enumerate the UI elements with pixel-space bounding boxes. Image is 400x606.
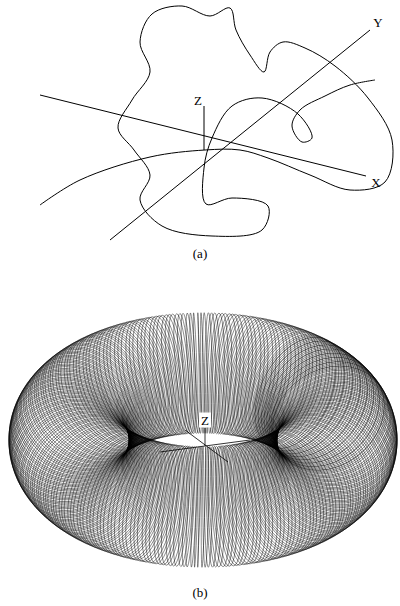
torus-figure	[9, 313, 398, 568]
panel-caption: (a)	[191, 246, 209, 261]
axis-label: X	[369, 175, 382, 190]
axis-label: Z	[192, 93, 204, 108]
y-axis	[185, 430, 228, 462]
y-axis	[110, 30, 370, 240]
z-axis	[205, 428, 206, 446]
torus-winding	[9, 313, 398, 568]
x-axis	[40, 95, 366, 176]
axis-label: Y	[371, 15, 384, 30]
panel-caption: (b)	[190, 585, 209, 600]
space-curve	[40, 6, 393, 236]
axis-label: Z	[199, 413, 211, 428]
space-curve-figure	[40, 6, 393, 240]
z-axis	[204, 106, 205, 150]
